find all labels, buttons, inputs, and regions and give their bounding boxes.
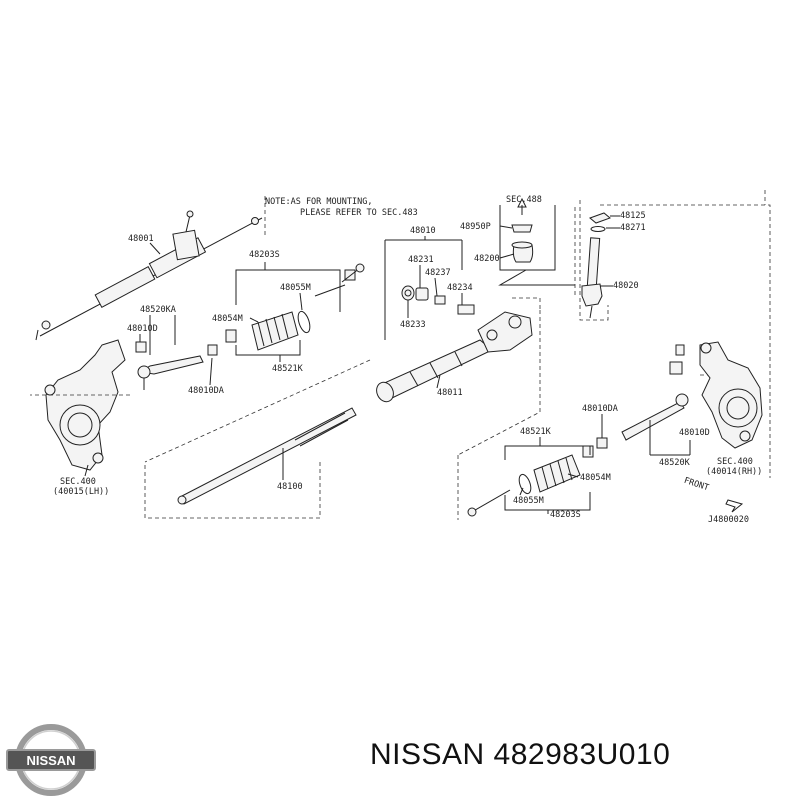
label-48010DA-left: 48010DA	[188, 386, 224, 396]
label-48234: 48234	[447, 283, 473, 293]
label-48010: 48010	[410, 226, 436, 236]
note-line-2: PLEASE REFER TO SEC.483	[300, 208, 418, 218]
label-sec400-rh-2: (40014(RH))	[706, 467, 762, 477]
tie-rod-end-left	[135, 341, 218, 390]
label-48237: 48237	[425, 268, 451, 278]
label-sec488: SEC.488	[506, 195, 542, 205]
label-sec400-rh-1: SEC.400	[717, 457, 753, 467]
label-48521K-bottom: 48521K	[520, 427, 552, 437]
label-48203S-bottom: 48203S	[550, 510, 581, 520]
mount-insulator-48950P	[511, 197, 534, 263]
label-48521K-top: 48521K	[272, 364, 304, 374]
label-48010D-left: 48010D	[127, 324, 158, 334]
label-48055M-top: 48055M	[280, 283, 311, 293]
label-48020: 48020	[613, 281, 639, 291]
label-48100: 48100	[277, 482, 303, 492]
label-48271: 48271	[620, 223, 646, 233]
label-48520K: 48520K	[659, 458, 691, 468]
label-48054M-top: 48054M	[212, 314, 243, 324]
label-48950P: 48950P	[460, 222, 491, 232]
steering-knuckle-right	[699, 341, 763, 449]
front-arrow-icon	[725, 499, 744, 513]
pinion-shaft-48020	[581, 212, 611, 319]
logo-text: NISSAN	[26, 753, 75, 768]
label-sec400-lh-2: (40015(LH))	[53, 487, 109, 497]
gear-housing-48011	[376, 311, 533, 403]
boot-group-bottom	[467, 437, 608, 517]
rack-48100	[177, 407, 357, 505]
label-48010DA-right: 48010DA	[582, 404, 618, 414]
label-48055M-bottom: 48055M	[513, 496, 544, 506]
label-48054M-bottom: 48054M	[580, 473, 611, 483]
label-48011: 48011	[437, 388, 463, 398]
label-sec400-lh-1: SEC.400	[60, 477, 96, 487]
label-48233: 48233	[400, 320, 426, 330]
label-48231: 48231	[408, 255, 434, 265]
boot-group-top	[225, 263, 365, 351]
label-48200: 48200	[474, 254, 500, 264]
label-48010D-right: 48010D	[679, 428, 710, 438]
diagram-id: J4800020	[708, 515, 749, 525]
valve-parts	[401, 285, 475, 315]
part-caption: NISSAN 482983U010	[370, 738, 671, 771]
label-48203S-top: 48203S	[249, 250, 280, 260]
label-48520KA: 48520KA	[140, 305, 176, 315]
steering-knuckle-left	[44, 339, 126, 471]
steering-gear-assembly-48001	[35, 210, 263, 341]
note-line-1: NOTE:AS FOR MOUNTING,	[265, 197, 372, 207]
front-label: FRONT	[683, 476, 710, 493]
tie-rod-end-right	[621, 344, 689, 441]
label-48001: 48001	[128, 234, 154, 244]
nissan-logo-icon: NISSAN	[6, 724, 96, 796]
label-48125: 48125	[620, 211, 646, 221]
